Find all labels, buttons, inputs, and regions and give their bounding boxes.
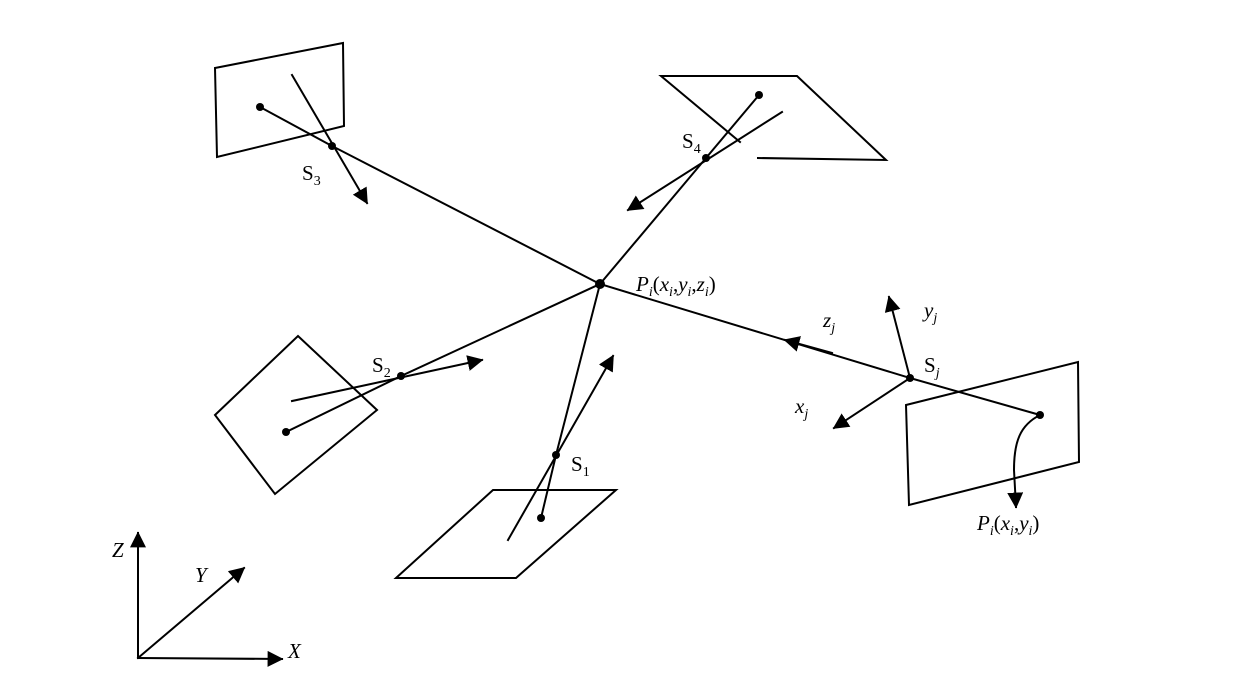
- label-sj: Sj: [924, 353, 940, 381]
- label-s3: S3: [302, 161, 321, 189]
- optical-axis-s1: [506, 354, 615, 542]
- camera-s1: [393, 354, 619, 579]
- image-plane-s4: [658, 75, 889, 162]
- label-world-axis-y: Y: [195, 563, 209, 587]
- ray-p-sj: [598, 282, 912, 380]
- label-object-point-3d: Pi(xi,yi,zi): [635, 272, 716, 300]
- image-point-s2: [282, 428, 290, 436]
- ray-s3-image-point: [258, 105, 334, 148]
- label-s1: S1: [571, 452, 590, 480]
- ray-s2-image-point: [284, 374, 403, 434]
- world-axes: [130, 531, 284, 667]
- ray-p-s4: [598, 156, 708, 286]
- ray-p-s1: [554, 282, 602, 457]
- label-camera-axis-z: zj: [822, 308, 835, 336]
- camera-s4: [626, 75, 889, 212]
- label-world-axis-x: X: [287, 639, 302, 663]
- label-world-axis-z: Z: [112, 538, 124, 562]
- image-plane-sj: [904, 360, 1081, 507]
- camera-axis-x: [832, 376, 912, 430]
- label-s2: S2: [372, 353, 391, 381]
- image-plane-s3: [213, 41, 346, 159]
- ray-p-s3: [330, 144, 602, 286]
- ray-sj-image-point: [908, 376, 1042, 417]
- camera-s2: [213, 334, 484, 496]
- optical-axis-s3: [290, 73, 369, 205]
- image-plane-s1: [393, 489, 619, 579]
- image-point-leader: [1007, 413, 1042, 509]
- ray-p-s2: [399, 282, 602, 378]
- image-point-s1: [537, 514, 545, 522]
- label-camera-axis-x: xj: [794, 394, 808, 422]
- optical-axis-s2: [290, 355, 484, 403]
- camera-axis-y: [884, 295, 912, 380]
- object-point-p: [595, 279, 605, 289]
- label-s4: S4: [682, 129, 701, 157]
- camera-sj: [783, 295, 1081, 509]
- image-point-s4: [755, 91, 763, 99]
- camera-s3: [213, 41, 369, 205]
- image-point-s3: [256, 103, 264, 111]
- label-camera-axis-y: yj: [922, 298, 937, 326]
- image-point-sj: [1036, 411, 1044, 419]
- label-image-point-2d: Pi(xi,yi): [976, 511, 1039, 539]
- ray-s4-image-point: [704, 93, 761, 160]
- object-rays: [330, 144, 912, 457]
- world-axis-y: [136, 566, 246, 660]
- world-axis-x: [136, 650, 284, 667]
- ray-s1-image-point: [539, 453, 558, 520]
- image-plane-s2: [213, 334, 379, 496]
